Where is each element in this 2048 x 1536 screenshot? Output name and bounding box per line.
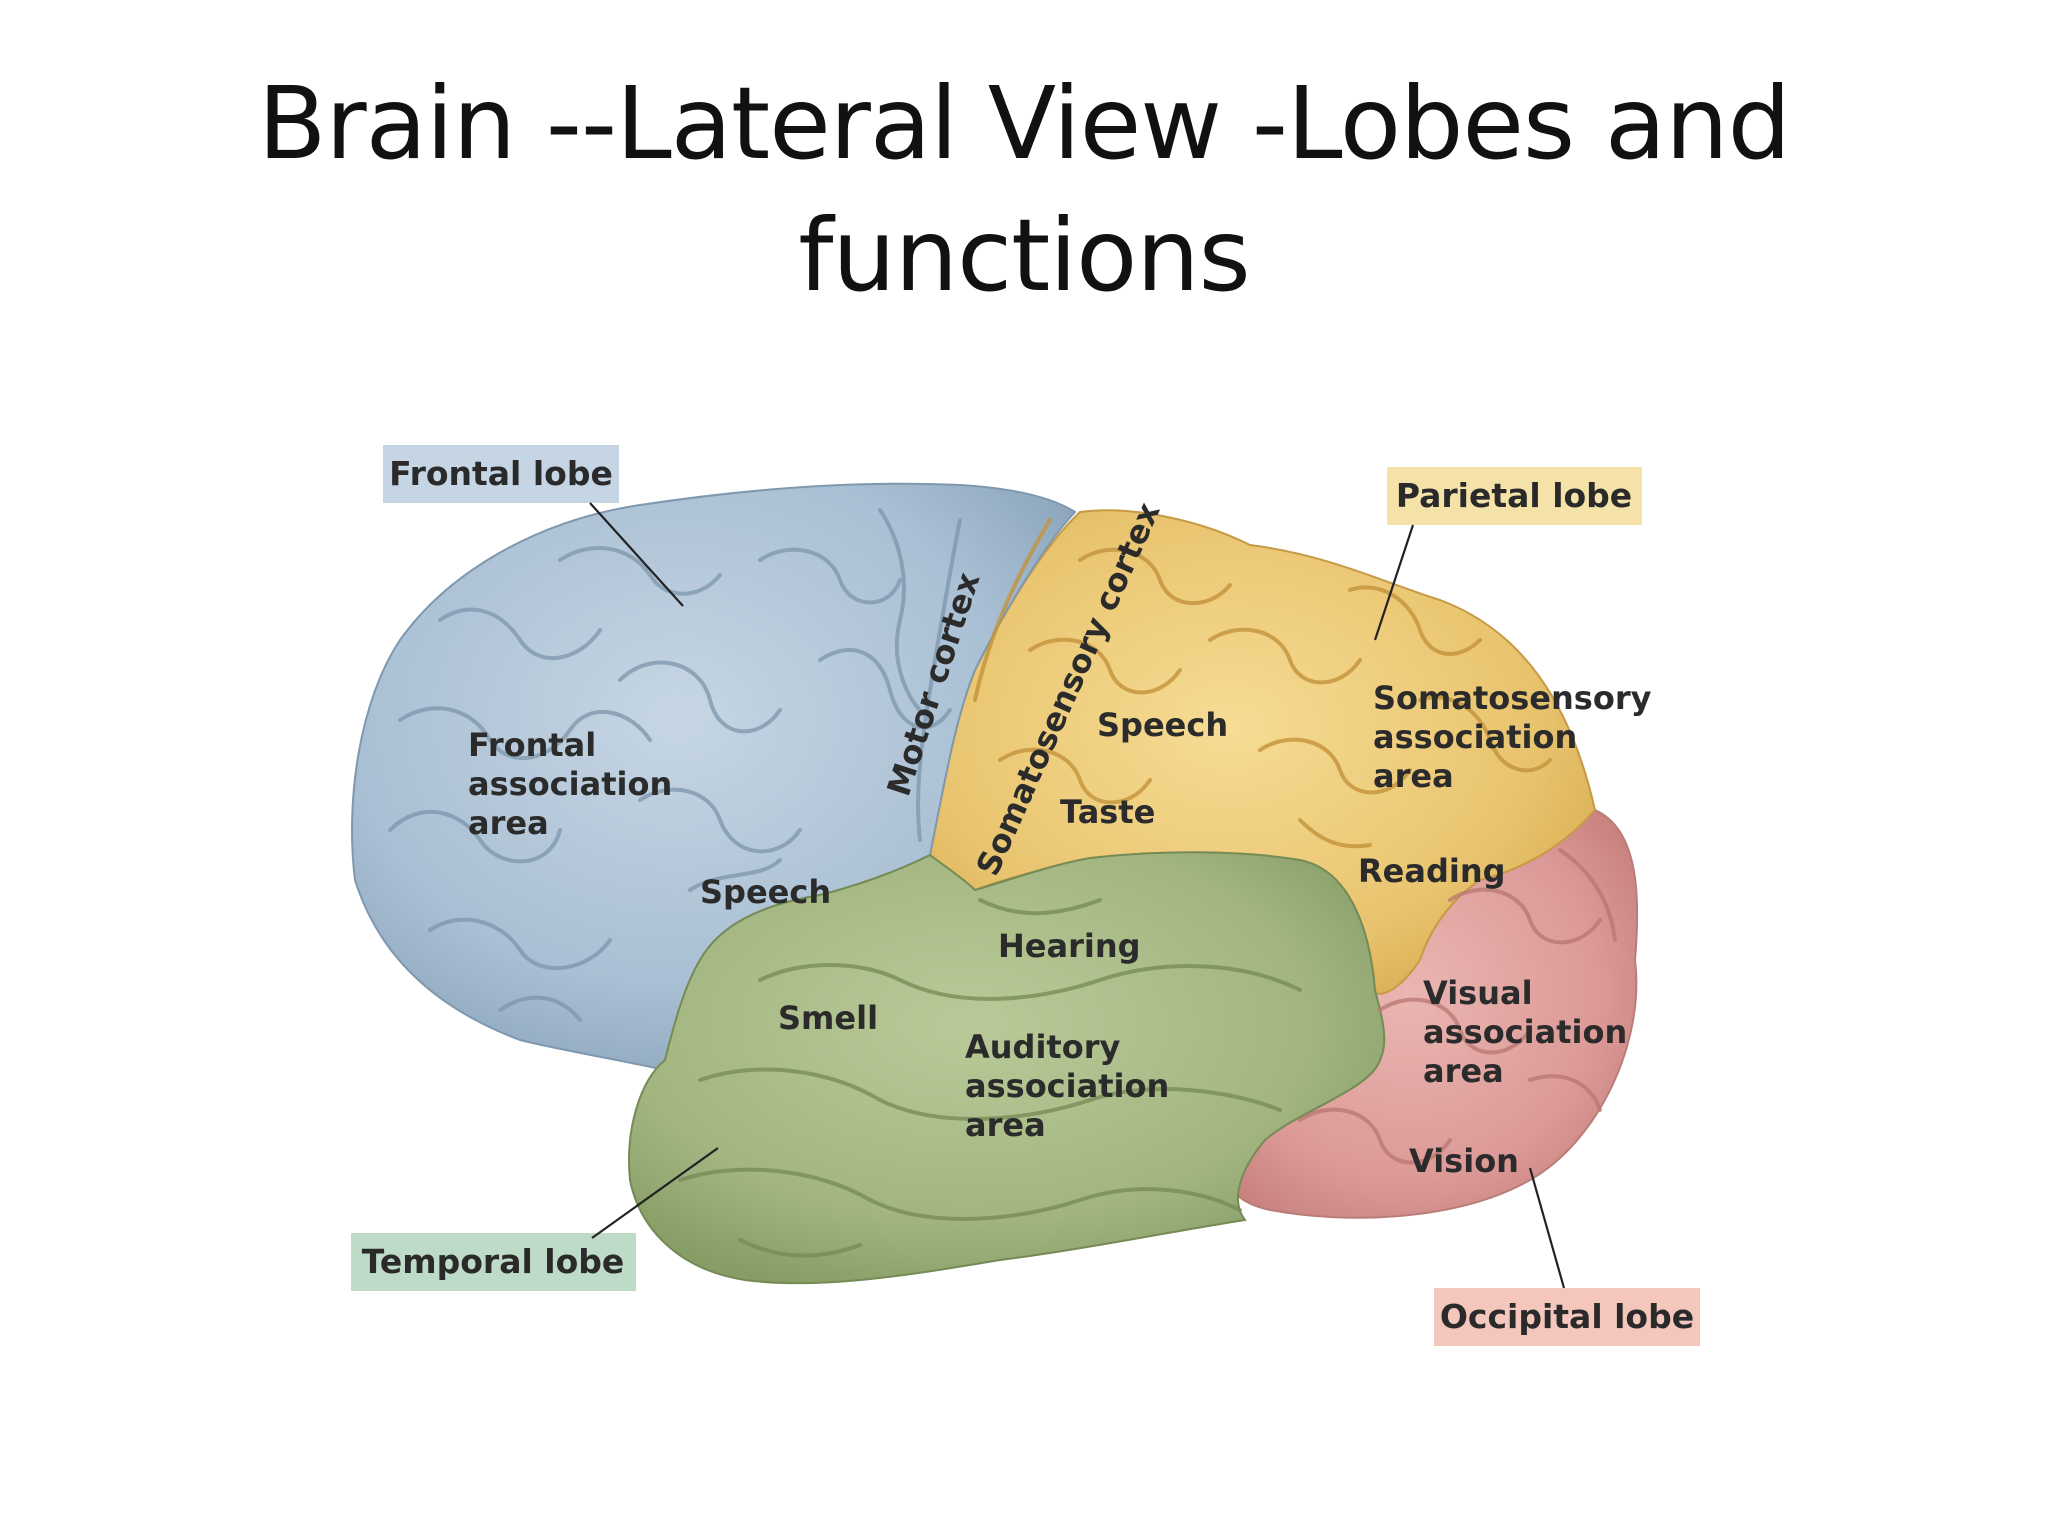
hearing-label: Hearing	[998, 927, 1141, 965]
reading-label: Reading	[1358, 852, 1506, 890]
frontal-lobe-shape	[351, 482, 1077, 1072]
slide-title: Brain --Lateral View -Lobes and function…	[0, 58, 2048, 322]
speech-frontal-label: Speech	[700, 873, 831, 911]
taste-label: Taste	[1060, 793, 1155, 831]
frontal-lobe-tag: Frontal lobe	[383, 445, 619, 503]
temporal-lobe-tag-text: Temporal lobe	[362, 1242, 625, 1281]
auditory-association-label: Auditory association area	[965, 1028, 1180, 1144]
occipital-lobe-tag-text: Occipital lobe	[1440, 1297, 1694, 1336]
frontal-gyri	[388, 508, 962, 1022]
parietal-gyri	[973, 518, 1552, 849]
title-line-2: functions	[798, 197, 1251, 314]
somatosensory-association-label: Somatosensory association area	[1373, 679, 1663, 795]
occipital-gyri	[1298, 848, 1617, 1165]
frontal-lobe-tag-text: Frontal lobe	[389, 454, 613, 493]
parietal-lobe-tag-text: Parietal lobe	[1396, 476, 1632, 515]
frontal-lobe-leader	[589, 502, 684, 607]
speech-parietal-label: Speech	[1097, 706, 1228, 744]
temporal-lobe-tag: Temporal lobe	[351, 1233, 636, 1291]
temporal-lobe-leader	[591, 1147, 719, 1239]
temporal-gyri	[678, 898, 1302, 1258]
occipital-lobe-tag: Occipital lobe	[1434, 1288, 1700, 1346]
vision-label: Vision	[1409, 1142, 1519, 1180]
frontal-association-label: Frontal association area	[468, 726, 683, 842]
parietal-lobe-tag: Parietal lobe	[1387, 467, 1642, 525]
smell-label: Smell	[778, 999, 878, 1037]
visual-association-label: Visual association area	[1423, 974, 1638, 1090]
occipital-lobe-leader	[1528, 1167, 1566, 1289]
temporal-lobe-shape	[628, 851, 1386, 1285]
parietal-lobe-leader	[1373, 524, 1415, 641]
title-line-1: Brain --Lateral View -Lobes and	[257, 65, 1791, 182]
